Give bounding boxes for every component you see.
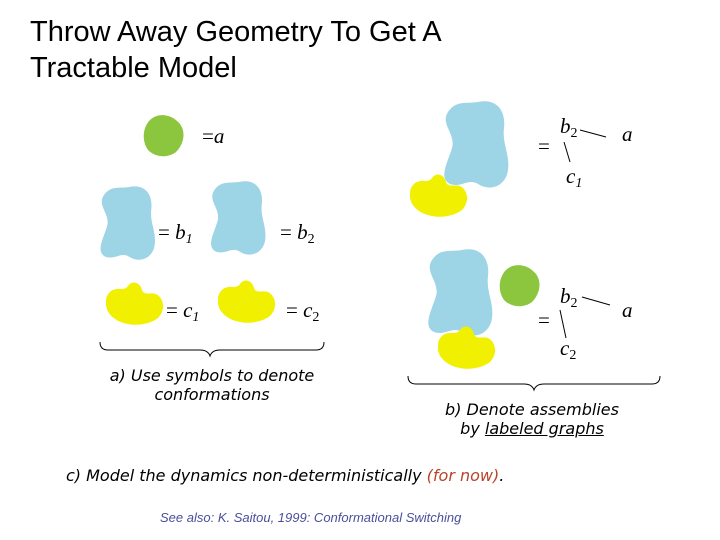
graph2-node-b2: b2 (560, 284, 578, 311)
note-c-accent: (for now) (426, 466, 500, 485)
label-eq-a: =a (202, 124, 225, 148)
title-line-2: Tractable Model (30, 52, 237, 84)
graph1-edge-b2-c1 (563, 141, 571, 163)
note-b: b) Denote assemblies by labeled graphs (416, 400, 648, 438)
label-eq-c2: = c2 (286, 298, 320, 325)
assembly2-green-shape (499, 265, 540, 307)
reference-note: See also: K. Saitou, 1999: Conformationa… (160, 510, 462, 525)
graph1-node-c1: c1 (566, 164, 583, 191)
assembly1-blue-shape (444, 101, 509, 188)
assembly2-yellow-shape (438, 326, 496, 369)
graph2-eq: = (538, 308, 550, 332)
label-eq-c1: = c1 (166, 298, 200, 325)
note-a-line-1: a) Use symbols to denote (109, 366, 315, 385)
graph2-node-a: a (622, 298, 633, 322)
blue-conformation-b1-shape (100, 186, 155, 260)
graph1-node-b2: b2 (560, 114, 578, 141)
title-line-1: Throw Away Geometry To Get A (30, 16, 442, 48)
graph1-edge-b2-a (579, 129, 607, 138)
note-b-line-1: b) Denote assemblies (445, 400, 619, 419)
note-c: c) Model the dynamics non-deterministica… (66, 466, 505, 485)
assembly2-blue-shape (428, 249, 493, 336)
graph2-edge-b2-a (581, 296, 611, 306)
slide-title: Throw Away Geometry To Get A Tractable M… (30, 14, 442, 86)
yellow-conformation-c2-shape (218, 280, 276, 323)
graph1-node-a: a (622, 122, 633, 146)
note-b-line-2: by labeled graphs (460, 419, 604, 438)
brace-a (99, 341, 325, 358)
note-a-line-2: conformations (154, 385, 270, 404)
label-eq-b2: = b2 (280, 220, 315, 247)
green-conformation-shape (143, 115, 184, 157)
note-a: a) Use symbols to denote conformations (100, 366, 324, 404)
brace-b (407, 375, 661, 392)
graph1-eq: = (538, 134, 550, 158)
labeled-graphs-link: labeled graphs (484, 419, 604, 438)
graph2-edge-b2-c2 (559, 309, 567, 339)
blue-conformation-b2-shape (211, 181, 266, 255)
graph2-node-c2: c2 (560, 336, 577, 363)
yellow-conformation-c1-shape (106, 282, 164, 325)
label-eq-b1: = b1 (158, 220, 193, 247)
